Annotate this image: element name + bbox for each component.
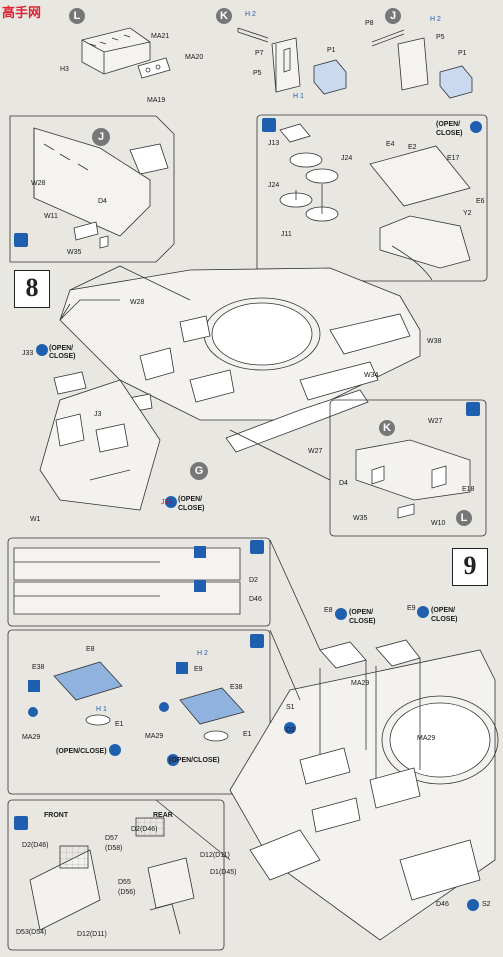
open-close-note: (OPEN/ bbox=[349, 609, 374, 616]
part-label: W35 bbox=[353, 515, 368, 522]
marker-L-circle: L bbox=[69, 8, 85, 24]
part-label: MA29 bbox=[351, 680, 370, 687]
part-label: MA29 bbox=[145, 733, 164, 740]
watermark-logo: 高手网 bbox=[2, 6, 42, 21]
marker-G-circle: G bbox=[190, 462, 208, 480]
part-label: E1 bbox=[115, 721, 124, 728]
part-label: W10 bbox=[431, 520, 446, 527]
part-label: E1 bbox=[243, 731, 252, 738]
open-close-note: (OPEN/ bbox=[431, 607, 456, 614]
part-label: D2(D46) bbox=[131, 826, 158, 833]
part-label: MA19 bbox=[147, 97, 166, 104]
callout-tag: H 2 bbox=[430, 16, 441, 23]
open-close-note: (OPEN/ bbox=[49, 345, 74, 352]
part-label: MA29 bbox=[22, 734, 41, 741]
open-close-note: CLOSE) bbox=[431, 616, 458, 623]
part-label: P5 bbox=[253, 70, 262, 77]
part-label: D55 bbox=[118, 879, 131, 886]
open-close-note: CLOSE) bbox=[178, 505, 205, 512]
part-label: W27 bbox=[428, 418, 443, 425]
marker-J-circle: J bbox=[92, 128, 110, 146]
part-label: P5 bbox=[436, 34, 445, 41]
open-close-note: (OPEN/CLOSE) bbox=[56, 748, 107, 755]
part-label: MA21 bbox=[151, 33, 170, 40]
part-label: J24 bbox=[341, 155, 353, 162]
part-label: D46 bbox=[436, 901, 449, 908]
marker-J-circle: J bbox=[385, 8, 401, 24]
marker-K-circle: K bbox=[379, 420, 395, 436]
part-label: S1 bbox=[286, 704, 295, 711]
part-label: W28 bbox=[31, 180, 46, 187]
part-label: J24 bbox=[268, 182, 280, 189]
part-label: D53(D54) bbox=[16, 929, 47, 936]
open-close-note: CLOSE) bbox=[49, 353, 76, 360]
part-label: P1 bbox=[327, 47, 336, 54]
part-label: E4 bbox=[386, 141, 395, 148]
step-number-8: 8 bbox=[14, 270, 50, 308]
part-label: D2(D46) bbox=[22, 842, 49, 849]
open-close-note: (OPEN/CLOSE) bbox=[169, 757, 220, 764]
part-label: (D58) bbox=[105, 845, 123, 852]
open-close-note: (OPEN/ bbox=[436, 121, 461, 128]
step-number-9: 9 bbox=[452, 548, 488, 586]
part-label: J11 bbox=[281, 231, 292, 238]
part-label: D12(D11) bbox=[200, 852, 230, 859]
part-label: E8 bbox=[86, 646, 95, 653]
open-close-note: CLOSE) bbox=[436, 130, 463, 137]
part-label: E17 bbox=[447, 155, 460, 162]
part-label: W34 bbox=[364, 372, 379, 379]
part-label: P1 bbox=[458, 50, 467, 57]
callout-tag: H 1 bbox=[96, 706, 107, 713]
callout-tag: H 2 bbox=[245, 11, 256, 18]
part-label: W28 bbox=[130, 299, 145, 306]
part-label: E38 bbox=[32, 664, 45, 671]
part-label: D4 bbox=[339, 480, 348, 487]
part-label: D2 bbox=[286, 727, 295, 734]
part-label: (D56) bbox=[118, 889, 136, 896]
callout-tag: H 1 bbox=[293, 93, 304, 100]
open-close-note: CLOSE) bbox=[349, 618, 376, 625]
part-label: D4 bbox=[98, 198, 107, 205]
part-label: W1 bbox=[30, 516, 41, 523]
part-label: W27 bbox=[308, 448, 323, 455]
part-label: W35 bbox=[67, 249, 82, 256]
part-label: E8 bbox=[324, 607, 333, 614]
part-label: J33 bbox=[22, 350, 34, 357]
part-label: J3 bbox=[94, 411, 102, 418]
part-label: P8 bbox=[365, 20, 374, 27]
part-label: P7 bbox=[255, 50, 264, 57]
rear-heading: REAR bbox=[153, 812, 173, 819]
part-label: E2 bbox=[408, 144, 417, 151]
part-label: J13 bbox=[268, 140, 280, 147]
marker-K-circle: K bbox=[216, 8, 232, 24]
part-label: Y2 bbox=[463, 210, 472, 217]
part-label: E38 bbox=[230, 684, 243, 691]
part-label: W38 bbox=[427, 338, 442, 345]
part-label: D2 bbox=[249, 577, 258, 584]
part-label: S2 bbox=[482, 901, 491, 908]
part-label: J33 bbox=[161, 499, 173, 506]
part-label: E9 bbox=[194, 666, 203, 673]
part-label: D1(D45) bbox=[210, 869, 237, 876]
part-label: E18 bbox=[462, 486, 475, 493]
marker-L-circle: L bbox=[456, 510, 472, 526]
callout-tag: H 2 bbox=[197, 650, 208, 657]
part-label: D12(D11) bbox=[77, 931, 107, 938]
part-label: E9 bbox=[407, 605, 416, 612]
part-label: MA29 bbox=[417, 735, 436, 742]
part-label: D46 bbox=[249, 596, 262, 603]
front-heading: FRONT bbox=[44, 812, 69, 819]
part-label: MA20 bbox=[185, 54, 204, 61]
open-close-note: (OPEN/ bbox=[178, 496, 203, 503]
part-label: H3 bbox=[60, 66, 69, 73]
part-label: W11 bbox=[44, 213, 58, 220]
part-label: E6 bbox=[476, 198, 485, 205]
part-label: D57 bbox=[105, 835, 118, 842]
